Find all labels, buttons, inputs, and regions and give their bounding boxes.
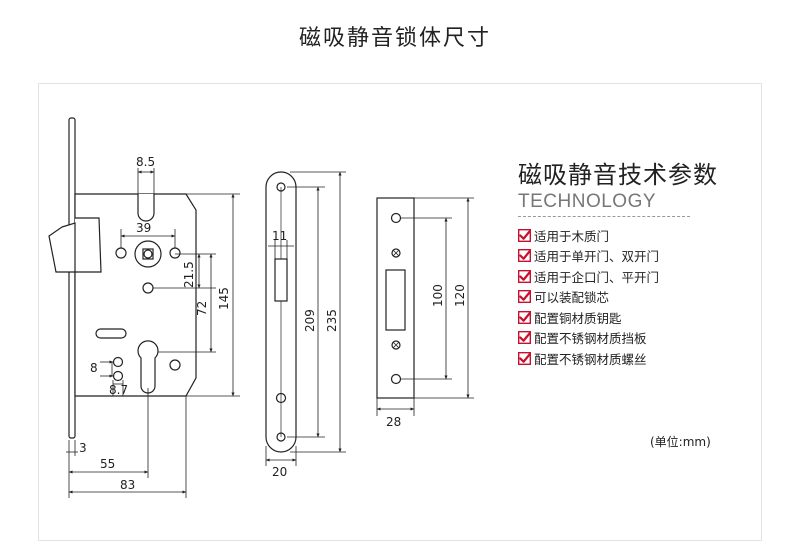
feature-label: 适用于木质门 <box>534 228 610 244</box>
feature-label: 配置铜材质钥匙 <box>534 310 622 326</box>
feature-list: 适用于木质门适用于单开门、双开门适用于企口门、平开门可以装配锁芯配置铜材质钥匙配… <box>518 225 768 369</box>
dim-100-label: 100 <box>431 284 445 307</box>
lock-body-drawing <box>48 117 197 439</box>
feature-item: 配置不锈钢材质螺丝 <box>518 348 768 369</box>
dim-235-label: 235 <box>325 309 339 332</box>
dim-55-label: 55 <box>100 457 115 471</box>
dim-39-label: 39 <box>136 221 151 235</box>
dim-21-5-label: 21.5 <box>182 261 196 288</box>
dim-8-label: 8 <box>90 361 98 375</box>
checkbox-checked-icon <box>518 249 531 263</box>
feature-item: 配置不锈钢材质挡板 <box>518 328 768 349</box>
dim-209-label: 209 <box>303 309 317 332</box>
unit-note: (单位:mm) <box>650 435 711 449</box>
feature-label: 可以装配锁芯 <box>534 290 610 306</box>
lock-body-dimensions <box>66 168 240 498</box>
params-title: 磁吸静音技术参数 <box>518 161 718 189</box>
dim-20-label: 20 <box>272 465 287 479</box>
dim-28-label: 28 <box>386 415 401 429</box>
feature-item: 配置铜材质钥匙 <box>518 307 768 328</box>
feature-item: 适用于单开门、双开门 <box>518 246 768 267</box>
dim-145-label: 145 <box>217 287 231 310</box>
faceplate-labels: 11 209 235 20 <box>272 229 339 479</box>
faceplate-drawing <box>265 171 297 453</box>
feature-label: 适用于企口门、平开门 <box>534 269 660 285</box>
page-title: 磁吸静音锁体尺寸 <box>298 26 491 51</box>
strike-plate-labels: 100 120 28 <box>386 284 467 429</box>
lock-body-labels: 8.5 39 21.5 72 145 8 8.7 3 55 83 <box>79 155 231 492</box>
dim-3-label: 3 <box>79 441 87 455</box>
feature-label: 配置不锈钢材质螺丝 <box>534 351 647 367</box>
dim-83-label: 83 <box>120 478 135 492</box>
dim-120-label: 120 <box>453 284 467 307</box>
checkbox-checked-icon <box>518 351 531 365</box>
strike-plate-drawing <box>376 197 415 399</box>
checkbox-checked-icon <box>518 228 531 242</box>
strike-plate-dimensions <box>376 197 474 416</box>
feature-label: 配置不锈钢材质挡板 <box>534 331 647 347</box>
checkbox-checked-icon <box>518 310 531 324</box>
content-panel <box>38 83 762 541</box>
checkbox-checked-icon <box>518 290 531 304</box>
checkbox-checked-icon <box>518 331 531 345</box>
feature-item: 适用于木质门 <box>518 225 768 246</box>
dim-72-label: 72 <box>195 301 209 316</box>
feature-item: 适用于企口门、平开门 <box>518 266 768 287</box>
dim-8-5-label: 8.5 <box>136 155 155 169</box>
params-panel: 磁吸静音技术参数 TECHNOLOGY 适用于木质门适用于单开门、双开门适用于企… <box>518 160 768 369</box>
faceplate-dimensions <box>265 171 346 466</box>
dim-11-label: 11 <box>272 229 287 243</box>
feature-item: 可以装配锁芯 <box>518 287 768 308</box>
feature-label: 适用于单开门、双开门 <box>534 249 660 265</box>
checkbox-checked-icon <box>518 269 531 283</box>
params-subtitle: TECHNOLOGY <box>518 190 690 217</box>
dim-8-7-label: 8.7 <box>109 383 128 397</box>
